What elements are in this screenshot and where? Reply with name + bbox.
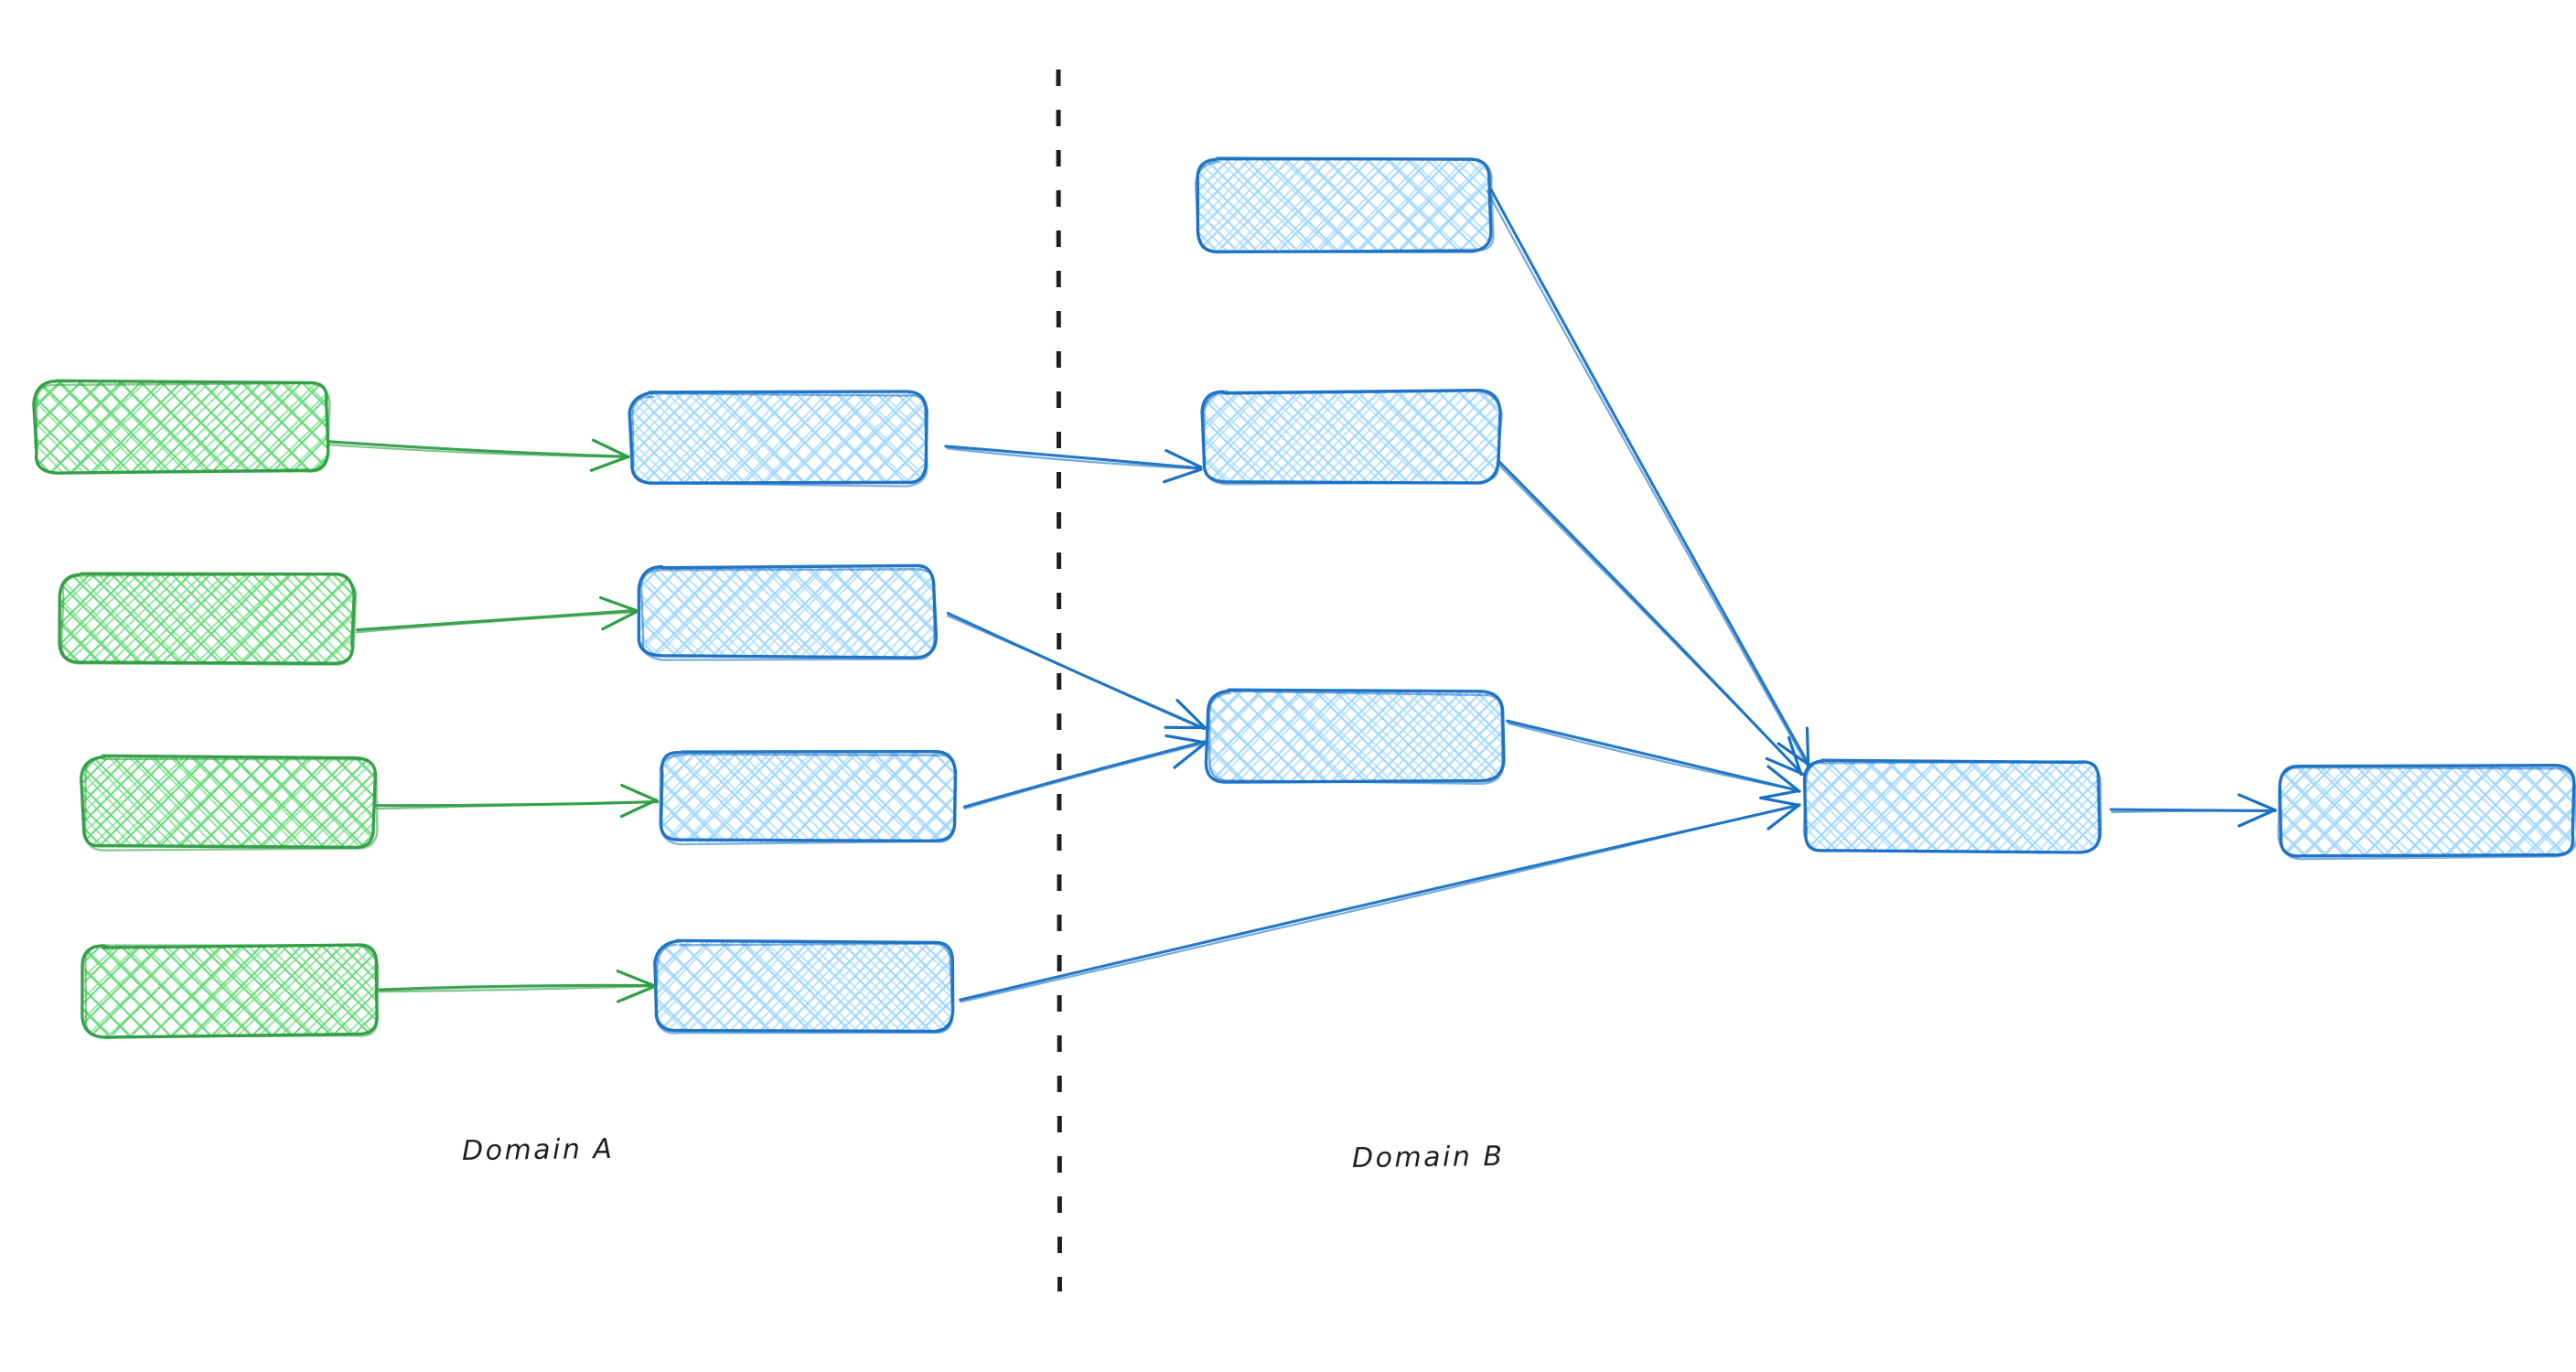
diagram-arrow[interactable]: [1496, 460, 1805, 777]
edge-layer: [327, 188, 2277, 1003]
diagram-node[interactable]: [1802, 758, 2102, 854]
diagram-arrow[interactable]: [327, 438, 630, 472]
node-layer: [32, 156, 2576, 1039]
diagram-node[interactable]: [1200, 389, 1503, 486]
diagram-arrow[interactable]: [2109, 793, 2277, 828]
diagram-node[interactable]: [2277, 764, 2576, 861]
diagram-arrow[interactable]: [1486, 188, 1812, 769]
diagram-node[interactable]: [653, 938, 955, 1034]
domain-a-label: Domain A: [461, 1132, 615, 1168]
diagram-node[interactable]: [32, 379, 331, 475]
divider-layer: [1056, 69, 1062, 1292]
diagram-arrow[interactable]: [962, 734, 1207, 810]
domain-divider: [1056, 69, 1062, 1292]
diagram-arrow[interactable]: [378, 970, 656, 1003]
diagram-arrow[interactable]: [1506, 719, 1801, 800]
domain-b-label: Domain B: [1351, 1140, 1505, 1175]
diagram-arrow[interactable]: [374, 783, 660, 819]
diagram-node[interactable]: [637, 563, 939, 661]
diagram-node[interactable]: [1194, 156, 1495, 254]
diagram-arrow[interactable]: [946, 611, 1207, 731]
diagram-arrow[interactable]: [959, 796, 1801, 1003]
diagram-node[interactable]: [80, 754, 379, 852]
diagram-node[interactable]: [1204, 688, 1506, 786]
diagram-node[interactable]: [659, 749, 958, 846]
diagram-arrow[interactable]: [355, 595, 639, 634]
diagram-node[interactable]: [628, 390, 928, 488]
diagram-arrow[interactable]: [944, 445, 1203, 484]
diagram-node[interactable]: [58, 572, 358, 666]
diagram-node[interactable]: [80, 943, 380, 1039]
